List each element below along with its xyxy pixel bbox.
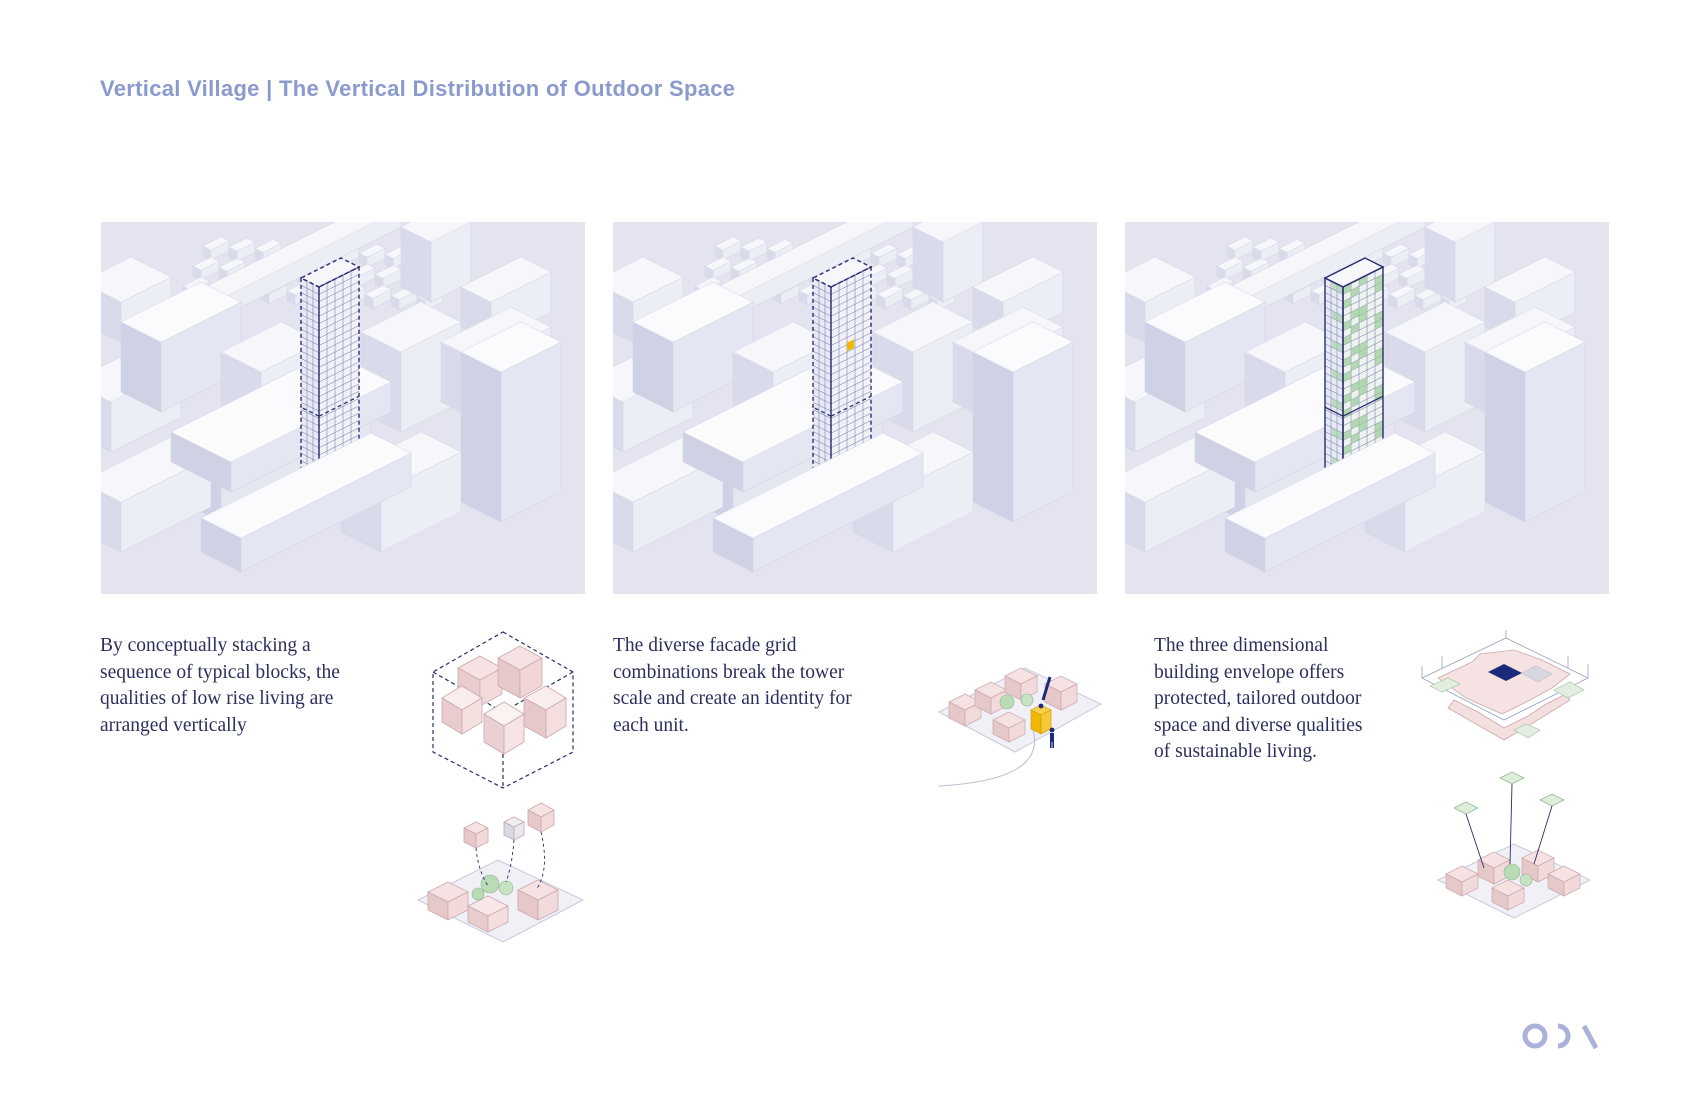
caption-3: The three dimensional building envelope … xyxy=(1154,633,1362,766)
caption-line: space and diverse qualities xyxy=(1154,714,1363,736)
caption-line: of sustainable living. xyxy=(1154,741,1318,762)
person-icon xyxy=(1047,727,1057,749)
caption-line: By conceptually stacking a xyxy=(100,635,311,656)
caption-line: combinations break the tower xyxy=(613,661,845,683)
caption-line: building envelope offers xyxy=(1154,661,1345,683)
city-model-render xyxy=(1125,222,1609,594)
city-model-image-1 xyxy=(101,222,585,594)
floor-plate-icon xyxy=(1418,630,1592,752)
city-model-image-3 xyxy=(1125,222,1609,594)
city-model-image-2 xyxy=(613,222,1097,594)
caption-line: qualities of low rise living are xyxy=(100,688,334,709)
caption-line: The three dimensional xyxy=(1154,635,1329,656)
caption-1: By conceptually stacking a sequence of t… xyxy=(100,633,340,739)
low-rise-block-icon xyxy=(408,790,588,950)
caption-line: scale and create an identity for xyxy=(613,688,852,709)
city-model-render xyxy=(101,222,585,594)
caption-line: arranged vertically xyxy=(100,714,247,736)
page-title: Vertical Village | The Vertical Distribu… xyxy=(100,76,736,101)
city-model-render xyxy=(613,222,1097,594)
outdoor-space-block-icon xyxy=(1434,768,1594,924)
caption-line: The diverse facade grid xyxy=(613,635,797,656)
unit-identity-block-icon xyxy=(935,630,1105,790)
stacked-blocks-icon xyxy=(428,628,578,792)
caption-line: protected, tailored outdoor xyxy=(1154,688,1362,709)
caption-line: each unit. xyxy=(613,714,689,736)
caption-2: The diverse facade grid combinations bre… xyxy=(613,633,852,739)
oda-logo-icon xyxy=(1522,1018,1612,1054)
caption-line: sequence of typical blocks, the xyxy=(100,661,340,683)
